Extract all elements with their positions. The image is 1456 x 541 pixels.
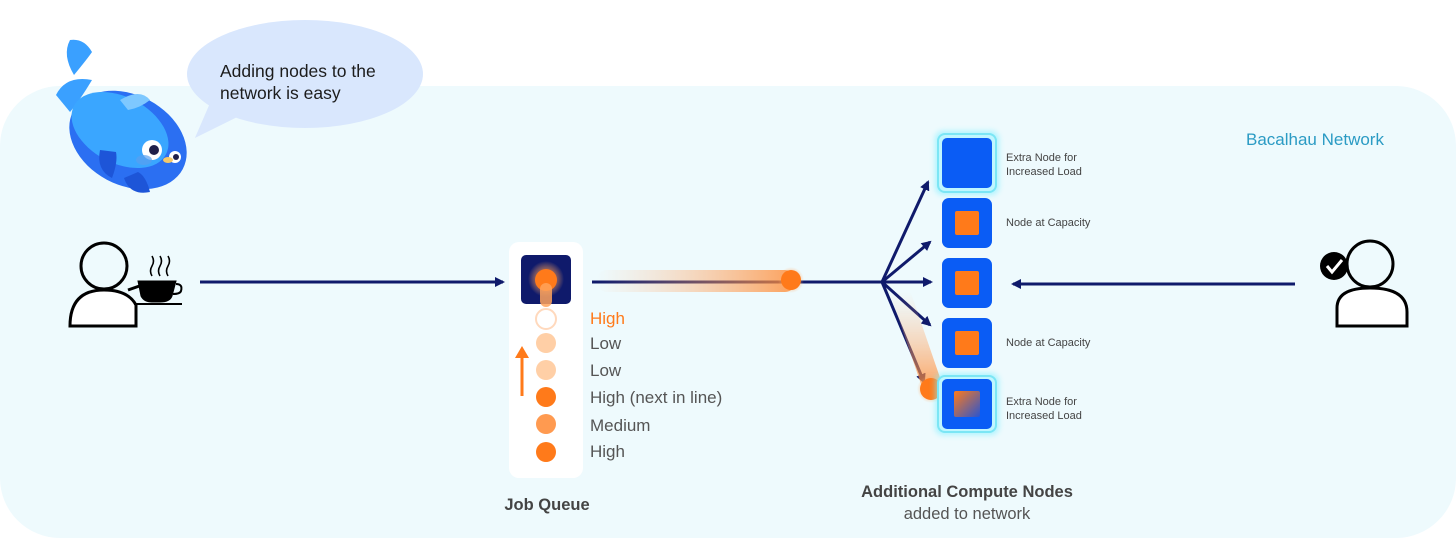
queue-head-slot — [521, 255, 571, 307]
queue-dot-2 — [536, 333, 556, 353]
queue-label-2: Low — [590, 334, 622, 353]
queue-label-1: High — [590, 309, 625, 328]
queue-priority-up-arrow-icon — [515, 346, 529, 396]
compute-nodes-caption-line1: Additional Compute Nodes — [861, 483, 1073, 501]
queue-label-3: Low — [590, 361, 622, 380]
compute-node-capacity-bottom — [942, 318, 992, 368]
speech-text: Adding nodes to the network is easy — [205, 60, 410, 104]
user-with-checkmark-icon — [1320, 239, 1409, 328]
speech-bubble — [187, 20, 423, 128]
node-label-capacity-top: Node at Capacity — [1006, 217, 1091, 229]
job-trail-to-extra-node — [890, 282, 943, 398]
job-queue-caption-text: Job Queue — [504, 496, 590, 514]
job-queue-caption: Job Queue — [467, 494, 627, 516]
compute-node-middle — [942, 258, 992, 308]
network-region — [0, 86, 1456, 538]
network-label: Bacalhau Network — [1246, 130, 1384, 149]
node-label-extra-bottom: Extra Node for Increased Load — [1006, 396, 1082, 422]
speech-text-line2: network is easy — [220, 83, 341, 103]
queue-dot-4 — [536, 387, 556, 407]
compute-nodes-caption-line2: added to network — [903, 505, 1031, 523]
queue-dot-6 — [536, 442, 556, 462]
compute-node-extra-bottom — [935, 373, 999, 435]
job-trail — [596, 270, 796, 292]
user-with-coffee-icon — [68, 241, 183, 328]
queue-dot-1 — [535, 308, 557, 330]
queue-dots — [535, 308, 557, 462]
queue-label-5: Medium — [590, 416, 651, 435]
compute-nodes-caption: Additional Compute Nodes added to networ… — [827, 481, 1107, 525]
node-label-capacity-bottom: Node at Capacity — [1006, 337, 1091, 349]
queue-dot-5 — [536, 414, 556, 434]
speech-text-line1: Adding nodes to the — [220, 61, 376, 81]
compute-node-extra-top — [935, 131, 999, 195]
queue-label-4: High (next in line) — [590, 388, 723, 407]
queue-dot-3 — [536, 360, 556, 380]
compute-node-capacity-top — [942, 198, 992, 248]
node-label-extra-top: Extra Node for Increased Load — [1006, 152, 1082, 178]
fish-mascot-icon — [56, 39, 187, 193]
queue-label-6: High — [590, 442, 625, 461]
